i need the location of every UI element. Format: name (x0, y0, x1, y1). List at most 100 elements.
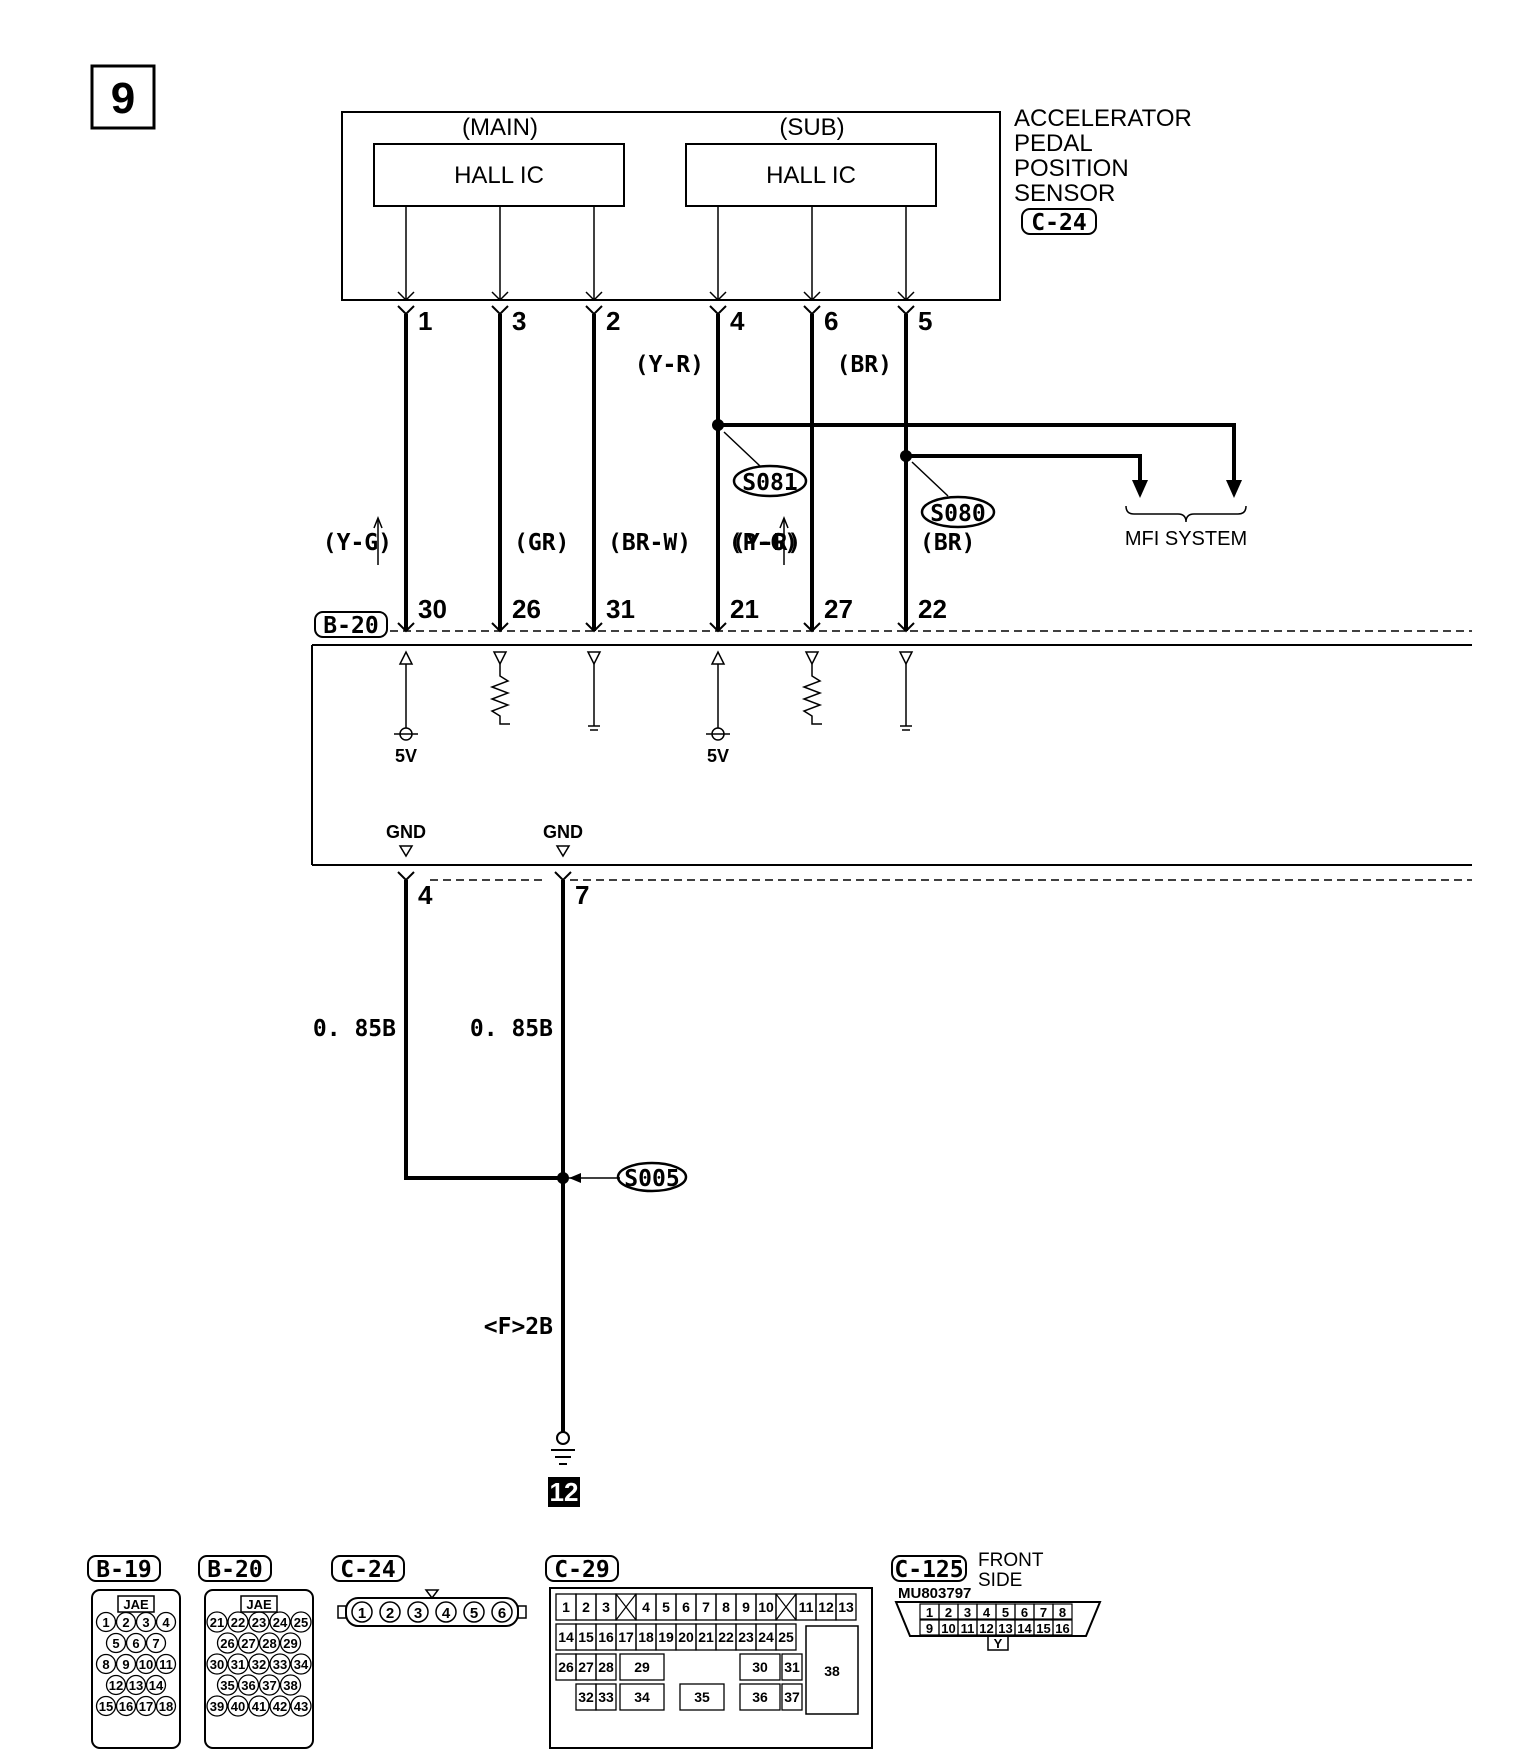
connector-pin-number: 38 (824, 1663, 840, 1679)
ground-section: GND GND 4 7 0. 85B 0. 85B S005 <F>2B 12 (313, 822, 688, 1507)
connector-pin (135, 1611, 157, 1633)
connector-pin (269, 1653, 291, 1675)
connector-badge (331, 1555, 405, 1582)
connector-pin (95, 1611, 117, 1633)
connector-pin-number: 36 (752, 1689, 768, 1705)
connector-pin-number: 10 (941, 1621, 955, 1636)
connector-pin (279, 1674, 302, 1696)
connector-pin-number: 34 (634, 1689, 650, 1705)
connector-pin-number: 17 (139, 1699, 153, 1714)
connector-pin (95, 1653, 117, 1675)
connector-cavity (679, 1683, 725, 1711)
hall-ic-main (373, 143, 625, 207)
connector-badge (198, 1555, 272, 1582)
wire-color-label: (BR) (837, 352, 892, 378)
connector-pin-number: 37 (262, 1678, 276, 1693)
connector-pin-number: 37 (784, 1689, 800, 1705)
gnd-pin-marker (555, 845, 571, 858)
ecu-pin-number: 30 (418, 594, 447, 624)
sensor-wire: 231(BR-W) (585, 206, 691, 633)
connector-pin-number: 21 (210, 1615, 224, 1630)
connector-pin-number: 29 (634, 1659, 650, 1675)
connector-pin-number: 14 (149, 1678, 164, 1693)
connector-pin-number: 7 (152, 1636, 159, 1651)
connector-pin (463, 1601, 485, 1623)
connector-pin-number: 8 (722, 1599, 730, 1615)
connector-pin-number: 4 (642, 1599, 650, 1615)
connector-cavity (619, 1653, 665, 1681)
connector-pin-number: 5 (1002, 1605, 1009, 1620)
ecu-terminal (586, 651, 602, 731)
connector-cavity (835, 1593, 857, 1621)
splice-dot (712, 419, 724, 431)
connector-pin-number: 35 (220, 1678, 234, 1693)
connector-badge (545, 1555, 619, 1582)
connector-pin-number: 24 (758, 1629, 774, 1645)
connector-c125-label: C-125 (894, 1557, 963, 1583)
connector-pin (155, 1695, 177, 1717)
connector-pin (227, 1653, 249, 1675)
connector-pin-number: 39 (210, 1699, 224, 1714)
c29-housing (549, 1587, 873, 1749)
connector-pin-number: 9 (122, 1657, 129, 1672)
connector-pin-number: 22 (718, 1629, 734, 1645)
connector-pin-number: 28 (262, 1636, 276, 1651)
connector-pin-number: 9 (742, 1599, 750, 1615)
connector-pin (216, 1674, 239, 1696)
connector-pin-number: 28 (598, 1659, 614, 1675)
connector-cavity (781, 1683, 803, 1711)
sensor-pin-number: 6 (824, 306, 838, 336)
connector-pin (206, 1611, 228, 1633)
connector-pin (248, 1695, 270, 1717)
connector-pin (379, 1601, 401, 1623)
connector-pin-number: 11 (799, 1599, 814, 1615)
connector-pin-number: 4 (162, 1615, 170, 1630)
wire-color-label: (Y-R) (635, 352, 704, 378)
connector-pin (206, 1653, 228, 1675)
connector-cavity (739, 1653, 781, 1681)
connector-pin-number: 16 (119, 1699, 133, 1714)
connector-pin (227, 1611, 249, 1633)
connector-pin-number: 11 (961, 1621, 975, 1636)
connector-pin (105, 1632, 127, 1654)
connector-pin-number: 35 (694, 1689, 710, 1705)
connector-pin-number: 13 (838, 1599, 854, 1615)
connector-pin (145, 1674, 167, 1696)
connector-pin (125, 1674, 147, 1696)
splice-s080: S080 (911, 461, 996, 529)
connector-pin (248, 1653, 270, 1675)
connector-pin-number: 23 (738, 1629, 754, 1645)
ground-point-box (548, 1477, 580, 1507)
component-name: ACCELERATOR PEDAL POSITION SENSOR (1014, 105, 1192, 207)
mfi-branch: MFI SYSTEM (712, 419, 1247, 550)
splice-s081: S081 (723, 431, 808, 498)
connector-pin-number: 6 (1021, 1605, 1028, 1620)
connector-pin (258, 1674, 281, 1696)
connector-badge (87, 1555, 161, 1582)
connector-pin-number: 12 (818, 1599, 834, 1615)
connector-pin-number: 33 (598, 1689, 614, 1705)
ecu-pin-number: 31 (606, 594, 635, 624)
connector-pin-number: 15 (1036, 1621, 1050, 1636)
wire-color-label: (GR) (514, 530, 569, 556)
connector-pin (105, 1674, 127, 1696)
connector-pin-number: 1 (926, 1605, 933, 1620)
sensor-pin-number: 3 (512, 306, 526, 336)
connector-pin-number: 14 (1017, 1621, 1032, 1636)
connector-pin (269, 1695, 291, 1717)
connector-pin-number: 22 (231, 1615, 245, 1630)
connector-pin-number: 3 (964, 1605, 971, 1620)
connector-cavity (805, 1625, 859, 1715)
connector-pin-number: 13 (998, 1621, 1012, 1636)
page-number: 9 (111, 74, 135, 123)
ecu-terminal (801, 651, 823, 725)
connector-pin-number: 33 (273, 1657, 287, 1672)
ecu-pin-number: 21 (730, 594, 759, 624)
wire-color-label: (Y-G) (323, 530, 392, 556)
ecu-pin-number: 26 (512, 594, 541, 624)
connector-pin-number: 6 (498, 1605, 506, 1622)
connector-pin (115, 1695, 137, 1717)
connector-pin (115, 1653, 137, 1675)
